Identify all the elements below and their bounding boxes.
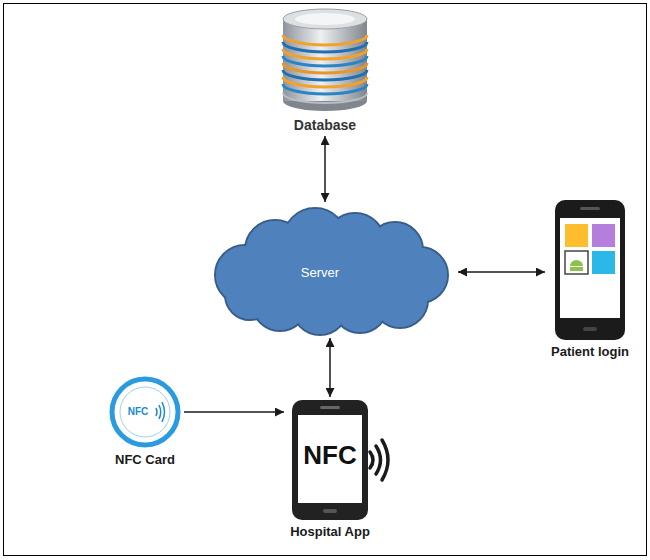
cylinder-bottom-edge — [283, 93, 367, 103]
app-tile — [565, 224, 588, 247]
nfc-wave — [162, 402, 165, 422]
database-node: Database — [280, 5, 370, 133]
server-cloud: Server — [205, 205, 455, 335]
phone-screen — [560, 218, 620, 318]
icon-holder — [555, 200, 625, 340]
nfc-wave — [156, 408, 157, 416]
phone-speaker — [320, 406, 340, 409]
phone-home-bar — [323, 509, 337, 513]
icon-holder: Server — [205, 205, 455, 335]
icon-text: Server — [205, 205, 435, 280]
disc-stripe — [283, 84, 367, 94]
connector-arrow — [458, 271, 545, 273]
disc-stripe — [283, 56, 367, 66]
disc-stripe — [283, 77, 367, 87]
cylinder-body — [283, 19, 367, 101]
app-tile — [592, 224, 615, 247]
disc-stripe — [283, 35, 367, 45]
icon-holder: NFC — [109, 376, 181, 448]
node-label: NFC Card — [115, 452, 175, 467]
android-icon — [570, 260, 583, 271]
nfc-wave — [159, 405, 161, 419]
node-label: Hospital App — [290, 524, 370, 539]
connector-arrow — [324, 136, 326, 202]
patient-phone: Patient login — [548, 200, 632, 359]
node-label: Patient login — [551, 344, 629, 359]
nfc-wave — [370, 452, 373, 468]
disc-stripe — [283, 70, 367, 80]
app-tile — [592, 251, 615, 274]
phone-home-bar — [583, 327, 597, 331]
connector-arrow — [184, 411, 284, 413]
node-illustration — [280, 5, 370, 113]
cylinder-top-shine — [295, 13, 355, 25]
icon-text: NFC — [109, 376, 167, 417]
icon-text: NFC — [298, 400, 362, 471]
app-tile — [565, 251, 588, 274]
phone-body — [292, 400, 368, 520]
node-illustration — [555, 200, 625, 340]
disc-stripe — [283, 42, 367, 52]
icon-holder — [280, 5, 370, 113]
hospital-app-phone: NFC Hospital App — [287, 400, 373, 539]
icon-holder: NFC — [292, 400, 368, 520]
phone-speaker — [580, 207, 600, 210]
phone-body — [555, 200, 625, 340]
node-label: Database — [294, 117, 356, 133]
connector-arrow — [329, 338, 331, 397]
disc-stripe — [283, 63, 367, 73]
cylinder-top — [283, 9, 367, 29]
nfc-card: NFC NFC Card — [109, 376, 181, 467]
disc-stripe — [283, 49, 367, 59]
nfc-wave — [376, 446, 381, 474]
nfc-wave — [382, 440, 388, 480]
